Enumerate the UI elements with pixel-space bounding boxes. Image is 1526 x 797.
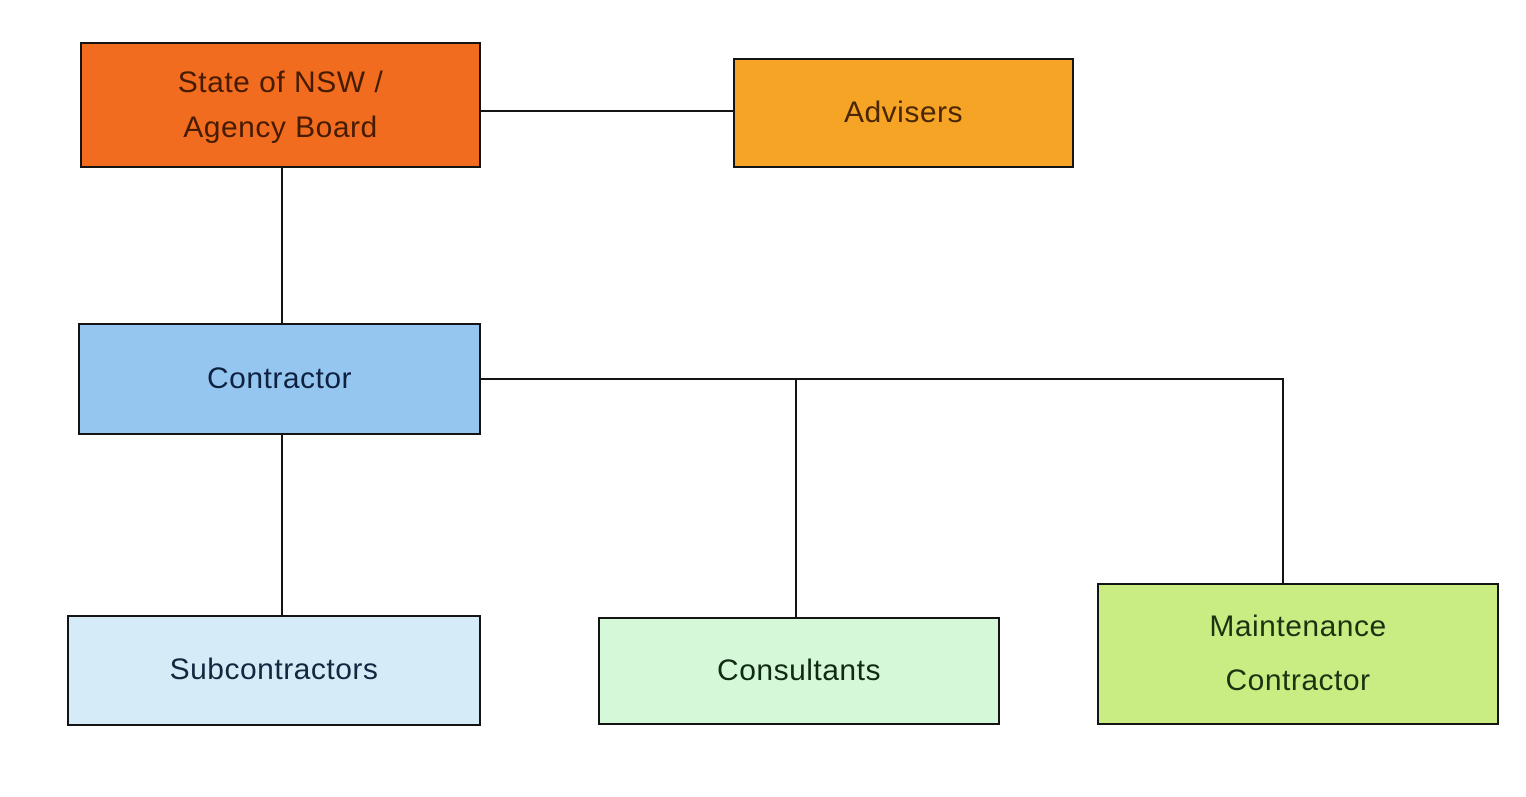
node-maintenance-contractor: Maintenance Contractor [1097,583,1499,725]
edge-contractor-branch [481,378,1284,380]
edge-board-contractor [281,168,283,323]
node-label-line: State of NSW / [177,66,384,99]
node-label-line: Subcontractors [169,653,379,687]
edge-contractor-subcontractors [281,435,283,615]
edge-contractor-maintenance [1282,378,1284,583]
edge-board-advisers [481,110,733,112]
node-advisers: Advisers [733,58,1074,168]
node-subcontractors: Subcontractors [67,615,481,726]
node-consultants: Consultants [598,617,1000,725]
edge-contractor-consultants [795,378,797,617]
node-label-line: Contractor [206,361,353,395]
node-label-line: Maintenance [1209,610,1387,643]
node-state-of-nsw-agency-board: State of NSW / Agency Board [80,42,481,168]
node-contractor: Contractor [78,323,481,435]
node-label-line: Consultants [717,653,881,687]
node-label-line: Advisers [843,95,964,129]
node-label-line: Contractor [1225,664,1371,697]
node-label-line: Agency Board [183,111,378,144]
